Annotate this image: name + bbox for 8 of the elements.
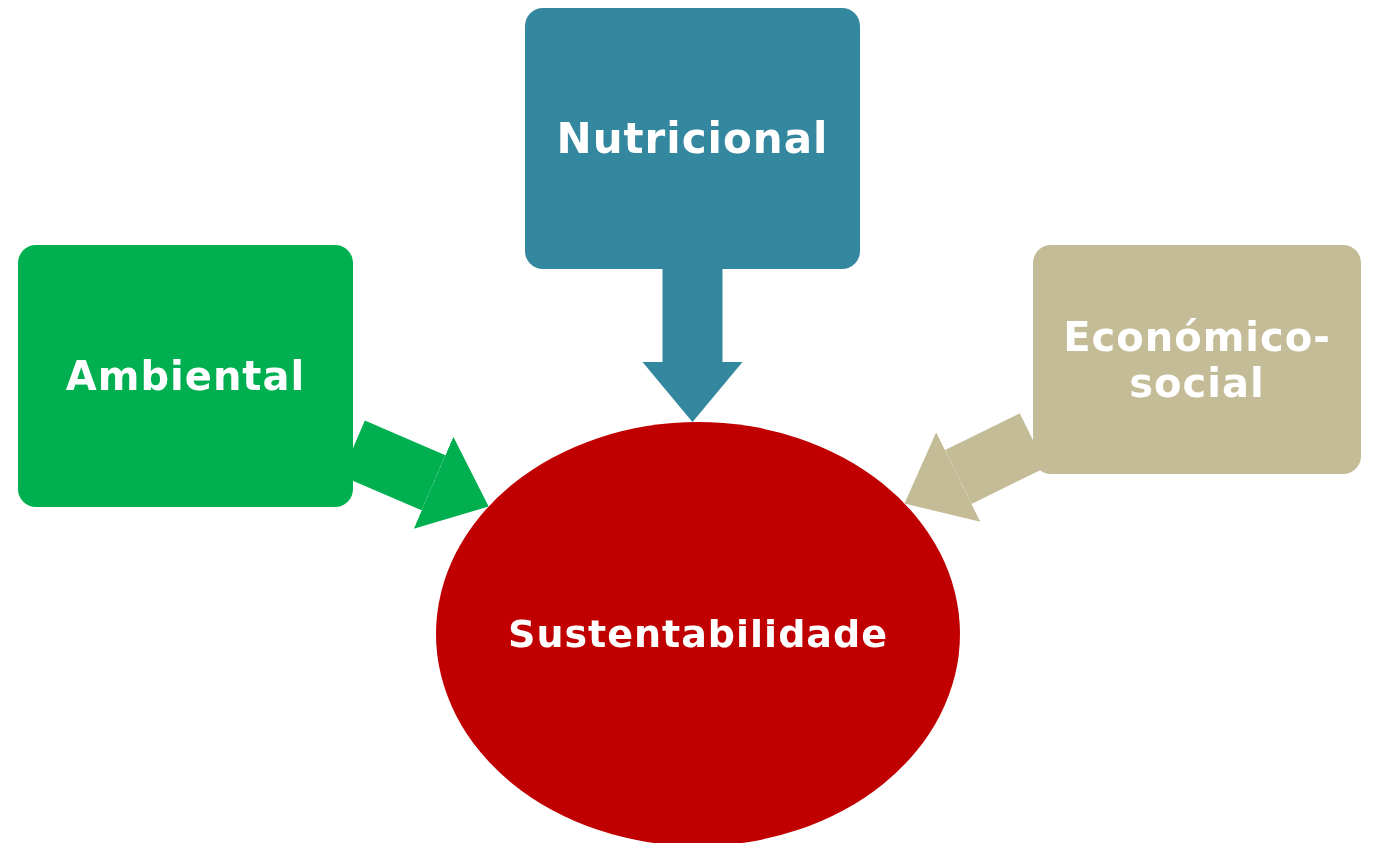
rounded-box [18,245,353,507]
rounded-box [1033,245,1361,474]
block-arrow [642,269,743,423]
node-label: Nutricional [556,114,829,163]
rounded-box [525,8,860,269]
node-label: Económico-social [1062,313,1332,406]
node-label: Ambiental [65,353,306,399]
node-label: Sustentabilidade [508,612,888,656]
